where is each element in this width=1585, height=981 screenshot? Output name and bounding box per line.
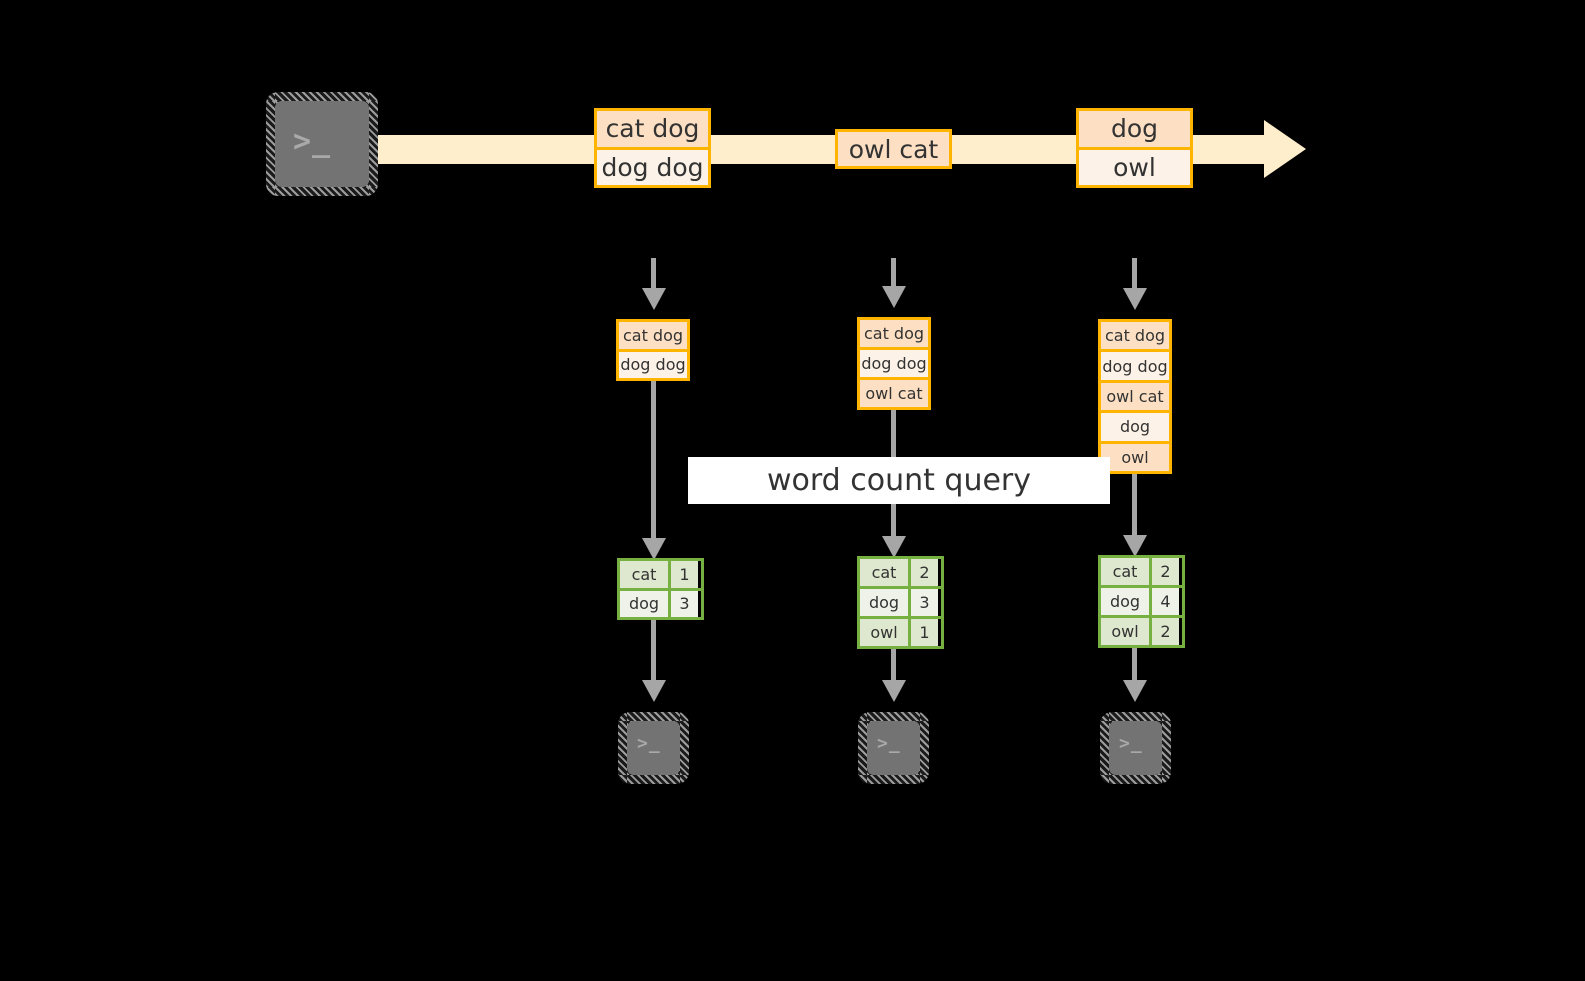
snapshot-3-result-table[interactable]: cat 2 dog 4 owl 2 (1098, 555, 1185, 648)
snapshot-2-sink-connector (891, 649, 896, 686)
snapshot-2-result-table[interactable]: cat 2 dog 3 owl 1 (857, 556, 944, 649)
snapshot-2-result-row-3: owl 1 (860, 616, 941, 646)
snapshot-3-input-row-5: owl (1101, 440, 1169, 472)
event-stream-arrowhead (1264, 120, 1306, 178)
source-terminal-prompt-glyph: >_ (293, 124, 332, 159)
snapshot-3-tap-connector (1132, 258, 1137, 292)
source-terminal-body (275, 101, 369, 187)
snapshot-1-input-row-2: dog dog (619, 348, 687, 378)
snapshot-1-result-value-1: 1 (668, 561, 698, 588)
snapshot-1-input-table[interactable]: cat dog dog dog (616, 319, 690, 381)
stream-event-1-row-2: dog dog (597, 146, 708, 185)
snapshot-3-query-arrowhead (1123, 535, 1147, 557)
snapshot-3-result-key-3: owl (1101, 618, 1149, 645)
query-label-text: word count query (766, 463, 1032, 498)
snapshot-3-input-row-1: cat dog (1101, 322, 1169, 350)
snapshot-2-input-row-2: dog dog (860, 347, 928, 377)
source-terminal-icon[interactable]: >_ (266, 92, 378, 196)
snapshot-2-tap-arrowhead (882, 286, 906, 308)
snapshot-3-input-table[interactable]: cat dog dog dog owl cat dog owl (1098, 319, 1172, 474)
snapshot-2-query-arrowhead (882, 536, 906, 558)
snapshot-2-result-value-1: 2 (908, 559, 938, 586)
snapshot-3-result-row-1: cat 2 (1101, 558, 1182, 585)
snapshot-2-input-row-3: owl cat (860, 377, 928, 407)
snapshot-1-result-key-2: dog (620, 590, 668, 617)
snapshot-3-result-key-1: cat (1101, 558, 1149, 585)
stream-event-3[interactable]: dog owl (1076, 108, 1193, 188)
snapshot-3-sink-terminal-prompt-glyph: >_ (1119, 733, 1143, 754)
snapshot-3-input-row-2: dog dog (1101, 349, 1169, 380)
snapshot-2-sink-terminal-icon[interactable]: >_ (858, 712, 929, 784)
snapshot-1-sink-connector (651, 620, 656, 686)
snapshot-2-result-value-2: 3 (908, 589, 938, 616)
snapshot-3-sink-arrowhead (1123, 680, 1147, 702)
snapshot-2-result-row-2: dog 3 (860, 586, 941, 616)
snapshot-2-result-key-1: cat (860, 559, 908, 586)
snapshot-2-tap-connector (891, 258, 896, 290)
snapshot-3-result-value-1: 2 (1149, 558, 1179, 585)
stream-event-2[interactable]: owl cat (835, 129, 952, 169)
snapshot-1-result-value-2: 3 (668, 590, 698, 617)
snapshot-3-query-connector (1132, 474, 1137, 542)
stream-event-1-row-1: cat dog (597, 111, 708, 147)
snapshot-2-result-key-3: owl (860, 619, 908, 646)
stream-event-3-row-2: owl (1079, 146, 1190, 185)
snapshot-2-input-row-1: cat dog (860, 320, 928, 347)
snapshot-2-sink-terminal-prompt-glyph: >_ (877, 733, 901, 754)
snapshot-2-result-value-3: 1 (908, 619, 938, 646)
snapshot-3-sink-connector (1132, 648, 1137, 686)
snapshot-3-result-row-2: dog 4 (1101, 585, 1182, 615)
snapshot-2-sink-terminal-body (867, 721, 920, 775)
snapshot-3-input-row-4: dog (1101, 410, 1169, 441)
snapshot-3-result-value-2: 4 (1149, 588, 1179, 615)
snapshot-3-result-row-3: owl 2 (1101, 615, 1182, 645)
snapshot-1-query-arrowhead (642, 538, 666, 560)
stream-event-1[interactable]: cat dog dog dog (594, 108, 711, 188)
stream-event-2-row-1: owl cat (838, 132, 949, 166)
snapshot-1-sink-arrowhead (642, 680, 666, 702)
snapshot-2-result-row-1: cat 2 (860, 559, 941, 586)
snapshot-2-sink-arrowhead (882, 680, 906, 702)
snapshot-2-input-table[interactable]: cat dog dog dog owl cat (857, 317, 931, 410)
snapshot-1-sink-terminal-icon[interactable]: >_ (618, 712, 689, 784)
stream-event-3-row-1: dog (1079, 111, 1190, 147)
snapshot-1-result-key-1: cat (620, 561, 668, 588)
snapshot-1-result-row-2: dog 3 (620, 587, 701, 617)
snapshot-2-result-key-2: dog (860, 589, 908, 616)
snapshot-3-result-key-2: dog (1101, 588, 1149, 615)
snapshot-3-tap-arrowhead (1123, 288, 1147, 310)
snapshot-1-query-connector (651, 381, 656, 545)
query-label-band: word count query (688, 457, 1110, 504)
snapshot-1-tap-connector (651, 258, 656, 292)
snapshot-1-tap-arrowhead (642, 288, 666, 310)
snapshot-1-sink-terminal-body (627, 721, 680, 775)
snapshot-3-sink-terminal-icon[interactable]: >_ (1100, 712, 1171, 784)
snapshot-3-result-value-3: 2 (1149, 618, 1179, 645)
snapshot-1-input-row-1: cat dog (619, 322, 687, 349)
snapshot-3-input-row-3: owl cat (1101, 379, 1169, 411)
snapshot-1-result-row-1: cat 1 (620, 561, 701, 588)
snapshot-3-sink-terminal-body (1109, 721, 1162, 775)
snapshot-1-sink-terminal-prompt-glyph: >_ (637, 733, 661, 754)
snapshot-1-result-table[interactable]: cat 1 dog 3 (617, 558, 704, 620)
